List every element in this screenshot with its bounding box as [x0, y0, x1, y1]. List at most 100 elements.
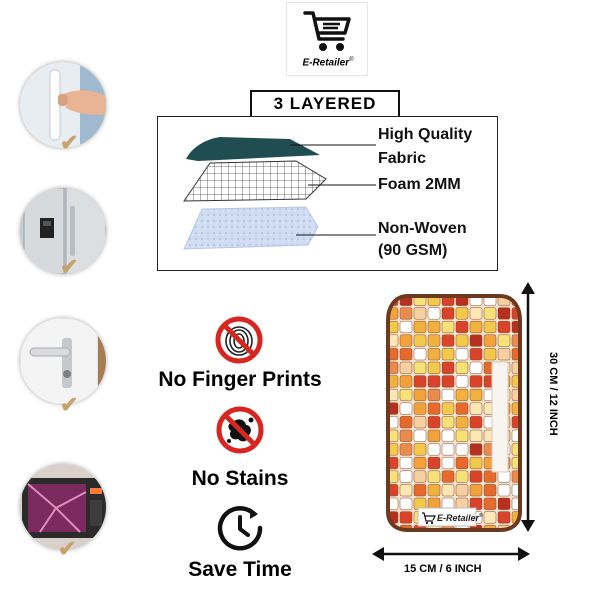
layer-diagram: High Quality Fabric Foam 2MM Non-Woven (…: [157, 116, 498, 271]
cart-icon: [303, 11, 351, 51]
mosaic-tile: [497, 320, 511, 334]
mosaic-tile: [469, 307, 483, 320]
mosaic-tile: [497, 511, 511, 524]
mosaic-tile: [455, 361, 469, 374]
mosaic-tile: [413, 348, 427, 361]
mosaic-tile: [455, 375, 469, 388]
layer-label-foam: Foam 2MM: [378, 176, 461, 193]
mosaic-tile: [441, 388, 455, 402]
check-icon: ✔: [60, 130, 79, 155]
mosaic-tile: [399, 375, 413, 388]
use-fridge-door: [20, 188, 106, 274]
mosaic-tile: [455, 443, 469, 456]
mosaic-tile: [427, 484, 441, 497]
mosaic-tile: [399, 416, 413, 429]
mosaic-tile: [455, 320, 469, 334]
mosaic-tile: [413, 470, 427, 483]
mosaic-tile: [413, 402, 427, 415]
mosaic-tile: [441, 456, 455, 470]
mosaic-tile: [399, 402, 413, 415]
mosaic-tile: [441, 334, 455, 347]
check-icon: ✔: [60, 254, 79, 279]
mosaic-tile: [483, 348, 497, 361]
mosaic-tile: [413, 416, 427, 429]
mosaic-tile: [455, 334, 469, 347]
mosaic-tile: [483, 497, 497, 510]
width-arrow: [372, 547, 530, 561]
mosaic-tile: [497, 348, 511, 361]
mosaic-tile: [427, 470, 441, 483]
mosaic-tile: [441, 320, 455, 334]
use-microwave: [20, 464, 106, 550]
mosaic-tile: [399, 348, 413, 361]
mosaic-tile: [441, 375, 455, 388]
mosaic-tile: [441, 470, 455, 483]
mosaic-tile: [441, 361, 455, 374]
feature-label-no-finger-prints: No Finger Prints: [158, 368, 322, 391]
mosaic-tile: [441, 307, 455, 320]
clock-icon: [217, 506, 263, 551]
use-door-handle: [20, 318, 106, 404]
mosaic-tile: [497, 484, 511, 497]
mosaic-tile: [441, 443, 455, 456]
mosaic-tile: [413, 320, 427, 334]
door-handle-icon: [20, 318, 106, 404]
mosaic-tile: [455, 416, 469, 429]
height-label: 30 CM / 12 INCH: [547, 352, 559, 436]
mosaic-tile: [469, 416, 483, 429]
mosaic-tile: [399, 470, 413, 483]
mosaic-tile: [399, 388, 413, 402]
layer-label-fabric: High Quality Fabric: [378, 126, 473, 167]
fridge-door-icon: [20, 188, 106, 274]
microwave-icon: [20, 464, 106, 550]
mosaic-tile: [413, 388, 427, 402]
mosaic-tile: [441, 348, 455, 361]
mosaic-tile: [483, 307, 497, 320]
mosaic-tile: [469, 443, 483, 456]
layer-title-box: 3 LAYERED: [250, 90, 400, 118]
mosaic-tile: [399, 361, 413, 374]
mosaic-tile: [413, 307, 427, 320]
mosaic-tile: [399, 484, 413, 497]
mosaic-tile: [399, 334, 413, 347]
mosaic-tile: [399, 456, 413, 470]
mosaic-tile: [413, 361, 427, 374]
mosaic-tile: [483, 484, 497, 497]
mosaic-tile: [399, 511, 413, 524]
mosaic-tile: [455, 402, 469, 415]
mosaic-tile: [413, 429, 427, 442]
layers-illustration: [183, 137, 376, 250]
mosaic-tile: [441, 484, 455, 497]
mosaic-tile: [497, 334, 511, 347]
mosaic-tile: [399, 443, 413, 456]
mosaic-tile: [469, 388, 483, 402]
height-arrow: [521, 282, 535, 532]
mosaic-tile: [413, 334, 427, 347]
mosaic-tile: [455, 456, 469, 470]
layer-label-nonwoven: Non-Woven (90 GSM): [378, 220, 467, 259]
brand-logo: E-Retailer®: [286, 2, 368, 76]
mosaic-tile: [427, 334, 441, 347]
handle-cover-product: [386, 294, 522, 532]
mosaic-tile: [469, 429, 483, 442]
product-brand-tag: E-Retailer®: [437, 513, 483, 523]
logo-text: E-Retailer®: [302, 57, 354, 69]
mosaic-tile: [497, 470, 511, 483]
mosaic-tile: [427, 320, 441, 334]
use-fridge-handle: [20, 62, 106, 148]
fridge-handle-icon: [20, 62, 106, 148]
mosaic-tile: [469, 456, 483, 470]
mosaic-tile: [469, 334, 483, 347]
check-icon: ✔: [60, 392, 79, 417]
mosaic-tile: [497, 497, 511, 510]
mosaic-tile: [427, 429, 441, 442]
mosaic-tile: [455, 388, 469, 402]
mosaic-tile: [427, 348, 441, 361]
mosaic-tile: [455, 470, 469, 483]
mosaic-tile: [399, 429, 413, 442]
mosaic-tile: [427, 307, 441, 320]
mosaic-tile: [483, 320, 497, 334]
mosaic-tile: [413, 375, 427, 388]
mosaic-tile: [441, 429, 455, 442]
mosaic-tile: [413, 443, 427, 456]
